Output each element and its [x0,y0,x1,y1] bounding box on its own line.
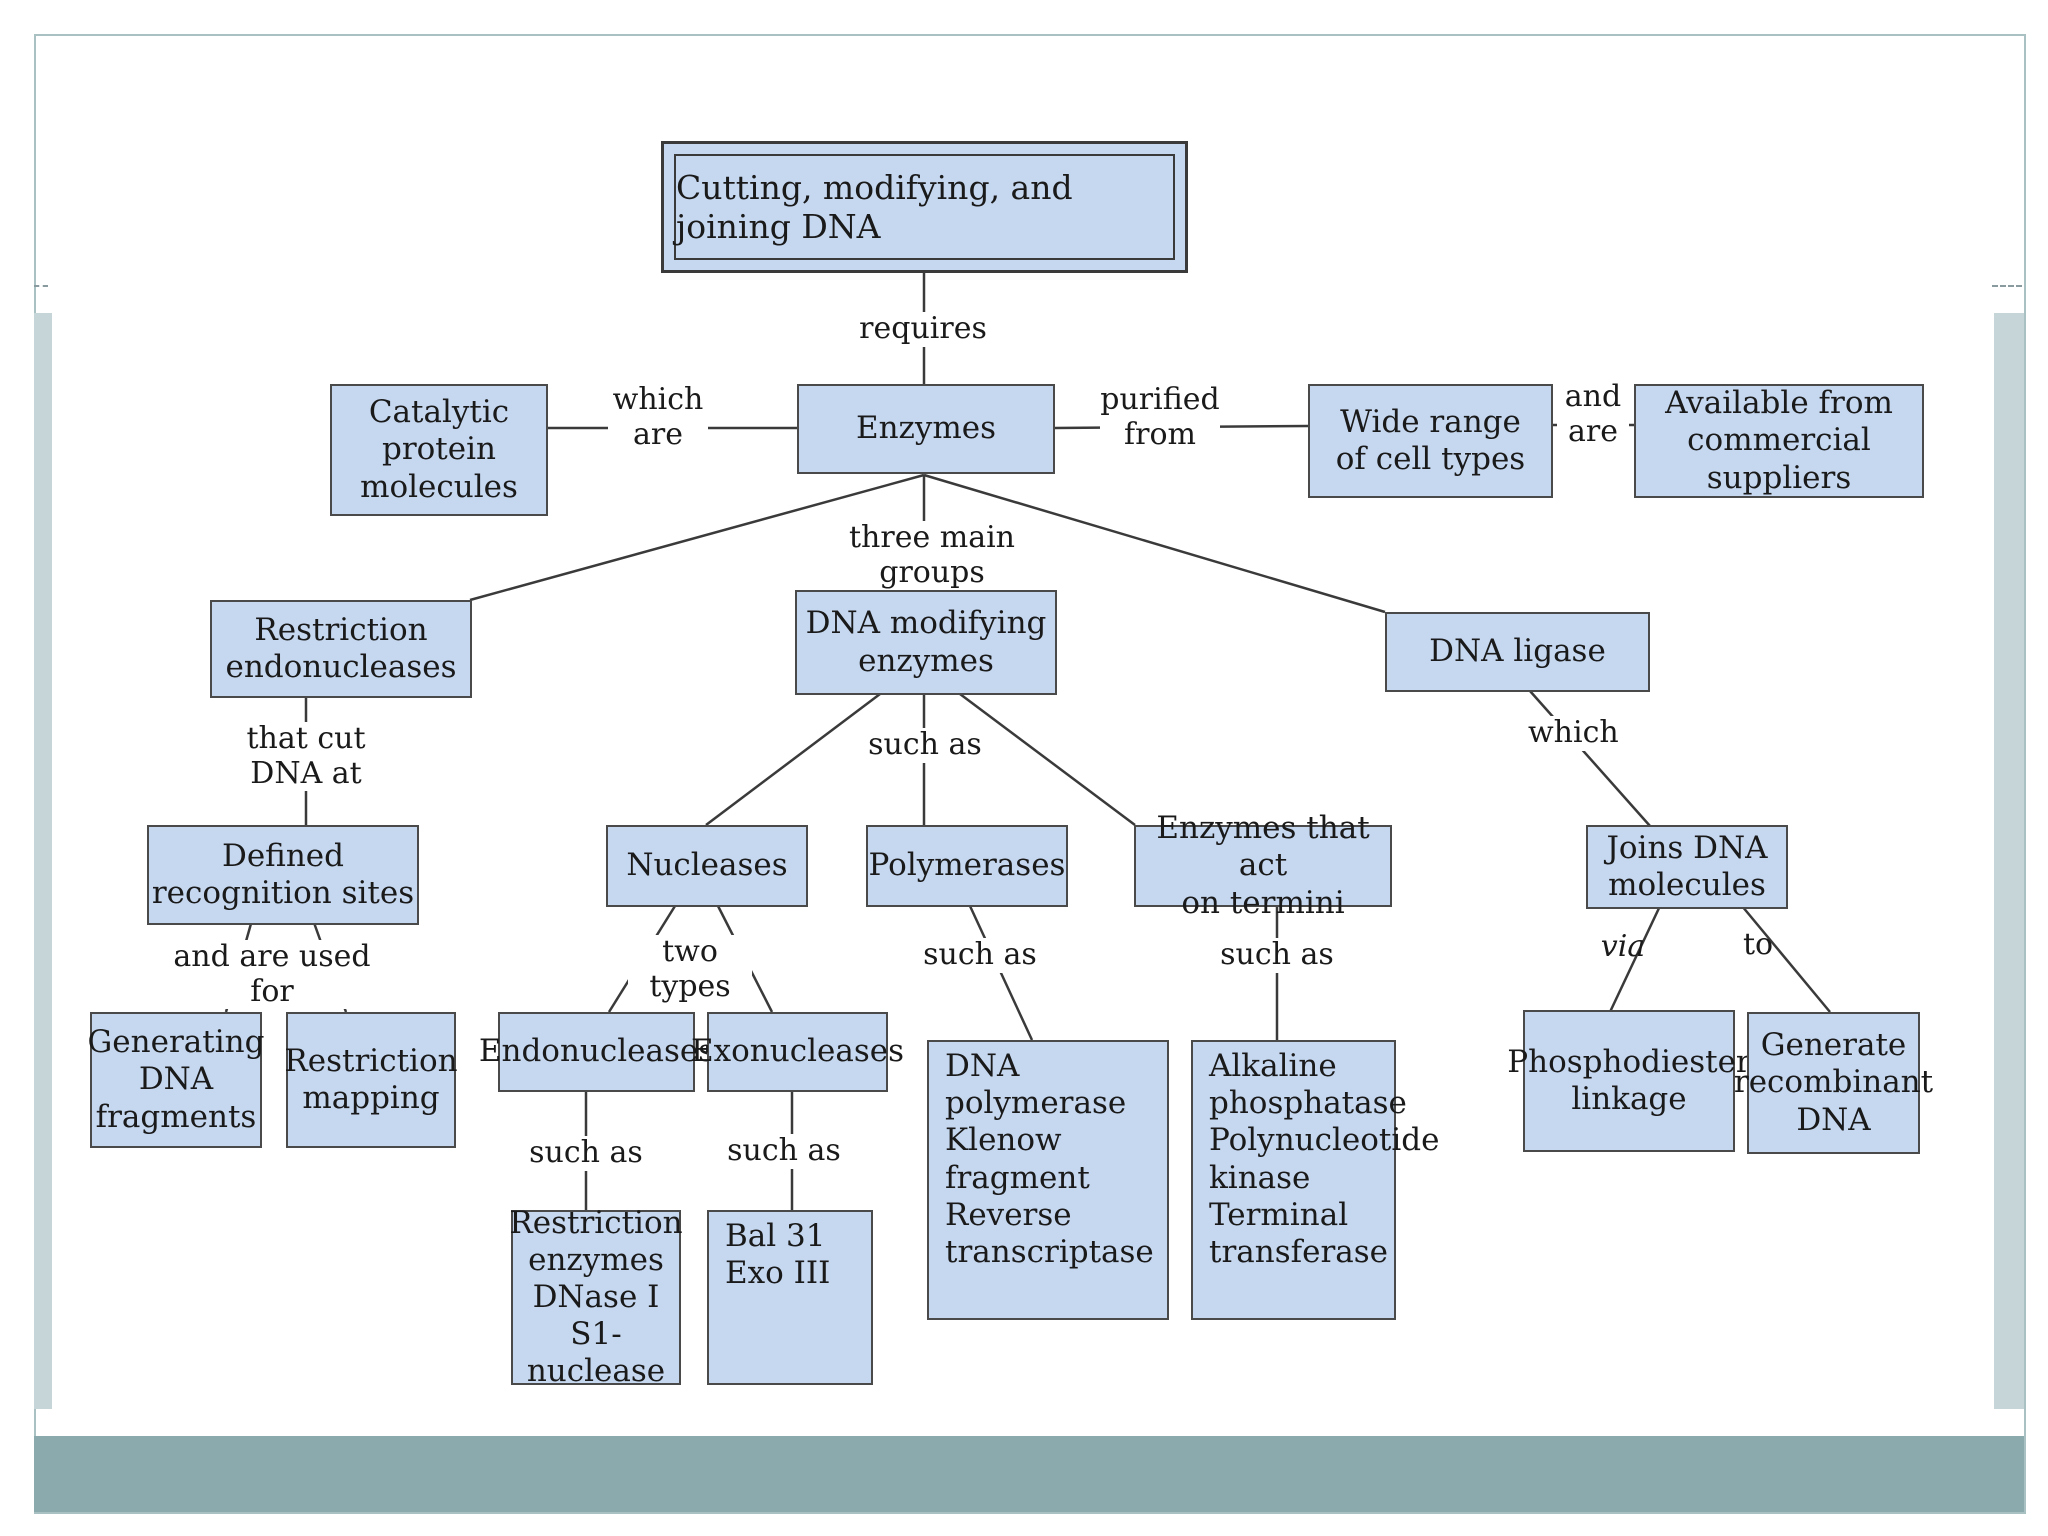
node-generating-fragments: Generating DNA fragments [88,1012,264,1148]
label-three-main-groups: three main groups [812,520,1052,590]
title-text: Cutting, modifying, and joining DNA [674,154,1175,260]
node-available: Available from commercial suppliers [1634,384,1924,498]
label-which-ligase: which [1528,715,1619,751]
line-joins-phospho [1608,905,1662,1013]
node-exonuclease-examples: Bal 31 Exo III [707,1210,873,1385]
label-requires: requires [858,311,988,347]
label-which-are: which are [608,382,708,452]
line-modifying-nucleases [705,693,881,826]
node-exonucleases: Exonucleases [691,1012,904,1092]
label-that-cut: that cut DNA at [246,721,366,791]
line-joins-recombinant [1741,905,1831,1013]
title-box: Cutting, modifying, and joining DNA [661,141,1188,273]
node-endonucleases: Endonucleases [479,1012,714,1092]
node-dna-modifying: DNA modifying enzymes [795,590,1057,695]
label-two-types: two types [628,934,752,1004]
label-such-as-endo: such as [528,1135,644,1171]
label-used-for: and are used for [172,939,372,1009]
node-enzymes-termini: Enzymes that act on termini [1134,810,1392,921]
slide-dash-left [34,285,48,287]
line-ligase-joins [1529,690,1651,827]
line-enzymes-restriction [469,473,925,602]
node-restriction-endonucleases: Restriction endonucleases [210,600,472,698]
node-endonuclease-examples: Restriction enzymes DNase I S1-nuclease [509,1204,683,1390]
node-termini-examples: Alkaline phosphatase Polynucleotide kina… [1191,1040,1439,1320]
node-phosphodiester: Phosphodiester linkage [1507,1010,1751,1152]
node-dna-ligase: DNA ligase [1385,612,1650,692]
label-via: via [1600,929,1646,964]
node-nucleases: Nucleases [606,825,808,907]
label-such-as-exo: such as [726,1133,842,1169]
label-such-as-termini: such as [1217,937,1337,973]
node-wide-range: Wide range of cell types [1308,384,1553,498]
slide-bottom-band [34,1436,2024,1512]
node-defined-sites: Defined recognition sites [147,825,419,925]
node-catalytic-protein: Catalytic protein molecules [330,384,548,516]
label-purified-from: purified from [1100,382,1220,452]
line-enzymes-ligase [923,473,1386,614]
node-enzymes: Enzymes [797,384,1055,474]
line-polymerases-list [968,905,1034,1041]
node-polymerase-examples: DNA polymerase Klenow fragment Reverse t… [927,1040,1169,1320]
line-modifying-termini [959,692,1136,827]
label-such-as-polymerases: such as [920,937,1040,973]
node-joins-dna: Joins DNA molecules [1586,825,1788,909]
node-restriction-mapping: Restriction mapping [284,1012,458,1148]
node-polymerases: Polymerases [866,825,1068,907]
label-to: to [1742,927,1774,962]
label-such-as-modifying: such as [865,727,985,763]
slide-dash-right [1992,285,2022,287]
label-and-are: and are [1557,379,1629,449]
node-recombinant: Generate recombinant DNA [1734,1012,1933,1154]
